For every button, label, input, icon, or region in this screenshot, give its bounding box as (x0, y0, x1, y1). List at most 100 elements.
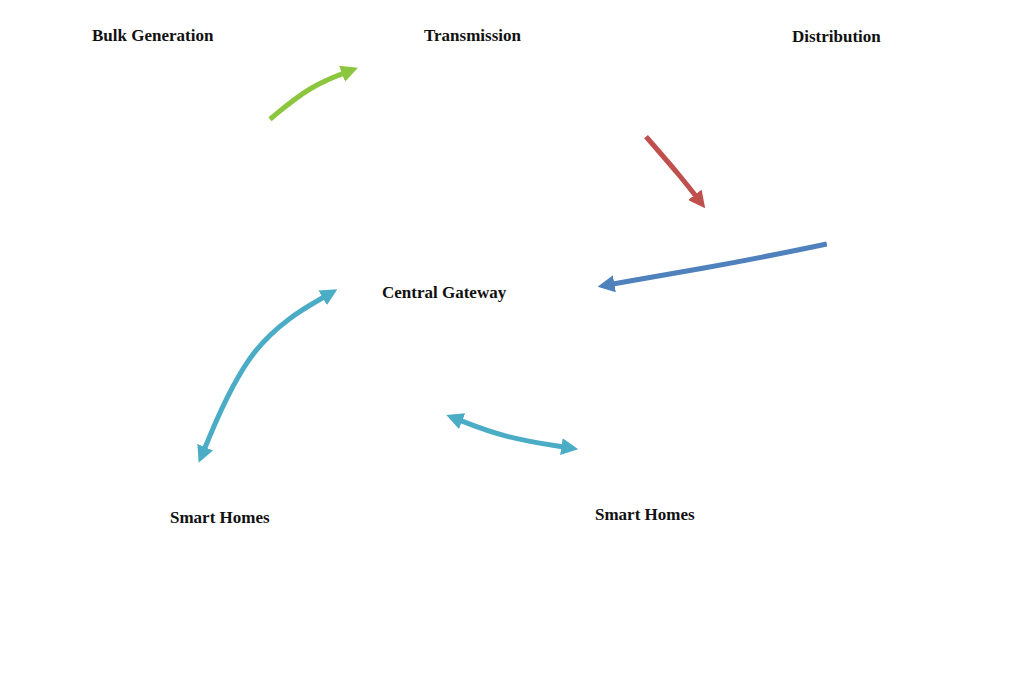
pylon-strut (450, 77, 454, 93)
fridge (746, 576, 759, 600)
cloud-lobe-fill (386, 89, 477, 180)
drive-bay (412, 349, 434, 354)
drive-bay (412, 337, 434, 342)
cloud-lobe-fill (202, 67, 266, 131)
steam-plume (111, 55, 169, 79)
cloud-lobe-fill (415, 352, 478, 415)
cloud-lobe (164, 75, 248, 159)
cloud-lobe (471, 78, 584, 191)
cloud-lobe-fill (534, 552, 648, 666)
home-link (278, 577, 338, 607)
power-wire (544, 105, 550, 145)
pylon-lattice (476, 97, 506, 117)
cloud-node: Smart Homes (495, 448, 835, 682)
cloud-lobe (527, 83, 621, 177)
cloud-lobe-fill (499, 506, 590, 597)
power-wire (755, 103, 940, 158)
power-wire (432, 97, 439, 137)
cloud-node: Bulk Generation (8, 5, 270, 173)
cloud-lobe-fill (356, 268, 436, 348)
cloud-bubble (596, 649, 632, 669)
car-wheel (614, 621, 620, 627)
pylon-strut (495, 55, 513, 153)
pylon-lattice (481, 77, 502, 97)
cloud-lobe-fill (682, 464, 796, 578)
home-link (658, 570, 718, 600)
server-case (392, 322, 440, 392)
cloud-heading: Transmission (424, 27, 521, 46)
cloud-lobe-fill (472, 80, 582, 190)
cloud-bubble (372, 113, 400, 131)
cloud-bubble (436, 164, 472, 184)
cloud-lobe (38, 78, 122, 162)
server-edge (392, 328, 440, 392)
utility-pole (894, 108, 896, 136)
home-link (575, 570, 658, 606)
steam-plume (162, 85, 208, 109)
cloud-node: Central Gateway (330, 252, 606, 418)
node-illustration (160, 535, 400, 643)
cloud-lobe (523, 468, 640, 585)
light-bulb (330, 603, 338, 611)
cloud-lobe (355, 55, 468, 168)
cloud-lobe-fill (334, 293, 397, 356)
cloud-core (368, 23, 628, 175)
cloud-lobe-fill (704, 66, 795, 157)
power-wire (544, 89, 550, 129)
cloud-lobe (563, 450, 703, 590)
pole-top (891, 104, 899, 109)
pylon-strut (481, 104, 501, 107)
cloud-lobe (627, 539, 767, 679)
home-link (278, 577, 372, 597)
cloud-lobe (12, 49, 113, 150)
database-drum (433, 383, 451, 391)
cloud-lobe-fill (356, 56, 466, 166)
cloud-lobe (702, 65, 796, 159)
cloud-outline (115, 455, 437, 681)
cloud-bubble (788, 210, 824, 230)
smart-meter (238, 560, 274, 586)
electric-car (227, 616, 271, 630)
cloud-lobe (497, 504, 591, 598)
home-link (278, 577, 295, 620)
cloud-lobe-fill (907, 94, 998, 185)
cloud-lobe-fill (492, 264, 572, 344)
home-link (195, 577, 278, 613)
cloud-lobe-fill (299, 550, 409, 660)
cloud-lobe (533, 550, 650, 667)
utility-pole (774, 123, 776, 151)
cloud-body (499, 451, 831, 679)
pole-top (771, 119, 779, 124)
cloud-lobe (335, 296, 435, 396)
cloud-lobe (856, 40, 998, 182)
fridge (366, 583, 379, 607)
cloud-outline (495, 448, 835, 682)
cloud-lobe-fill (346, 538, 433, 625)
cloud-lobe-fill (121, 516, 254, 649)
node-illustration (745, 96, 953, 198)
cloud-lobe-fill (644, 451, 735, 542)
cloud-bubble (722, 145, 750, 163)
picture-ground (540, 528, 780, 636)
pylon-strut (454, 92, 528, 95)
cloud-lobe (755, 10, 897, 152)
home-link (245, 577, 278, 620)
cloud-outline (330, 252, 606, 418)
flow-arrow (454, 418, 570, 448)
power-wire (544, 97, 550, 137)
cloud-lobe-fill (595, 589, 686, 680)
cloud-lobe (861, 106, 979, 224)
cloud-lobe-fill (255, 458, 342, 545)
cloud-lobe-fill (725, 29, 840, 144)
pylon-strut (476, 126, 506, 129)
cloud-heading: Smart Homes (595, 506, 695, 525)
cloud-lobe-fill (392, 255, 489, 352)
cloud-bubble (82, 146, 118, 166)
cloud-lobe-fill (165, 76, 246, 157)
picture-ground (430, 47, 552, 157)
cloud-bubble (409, 391, 445, 411)
cloud-lobe-fill (503, 276, 600, 373)
cloud-lobe-fill (530, 32, 640, 142)
flow-arrow (270, 71, 350, 119)
